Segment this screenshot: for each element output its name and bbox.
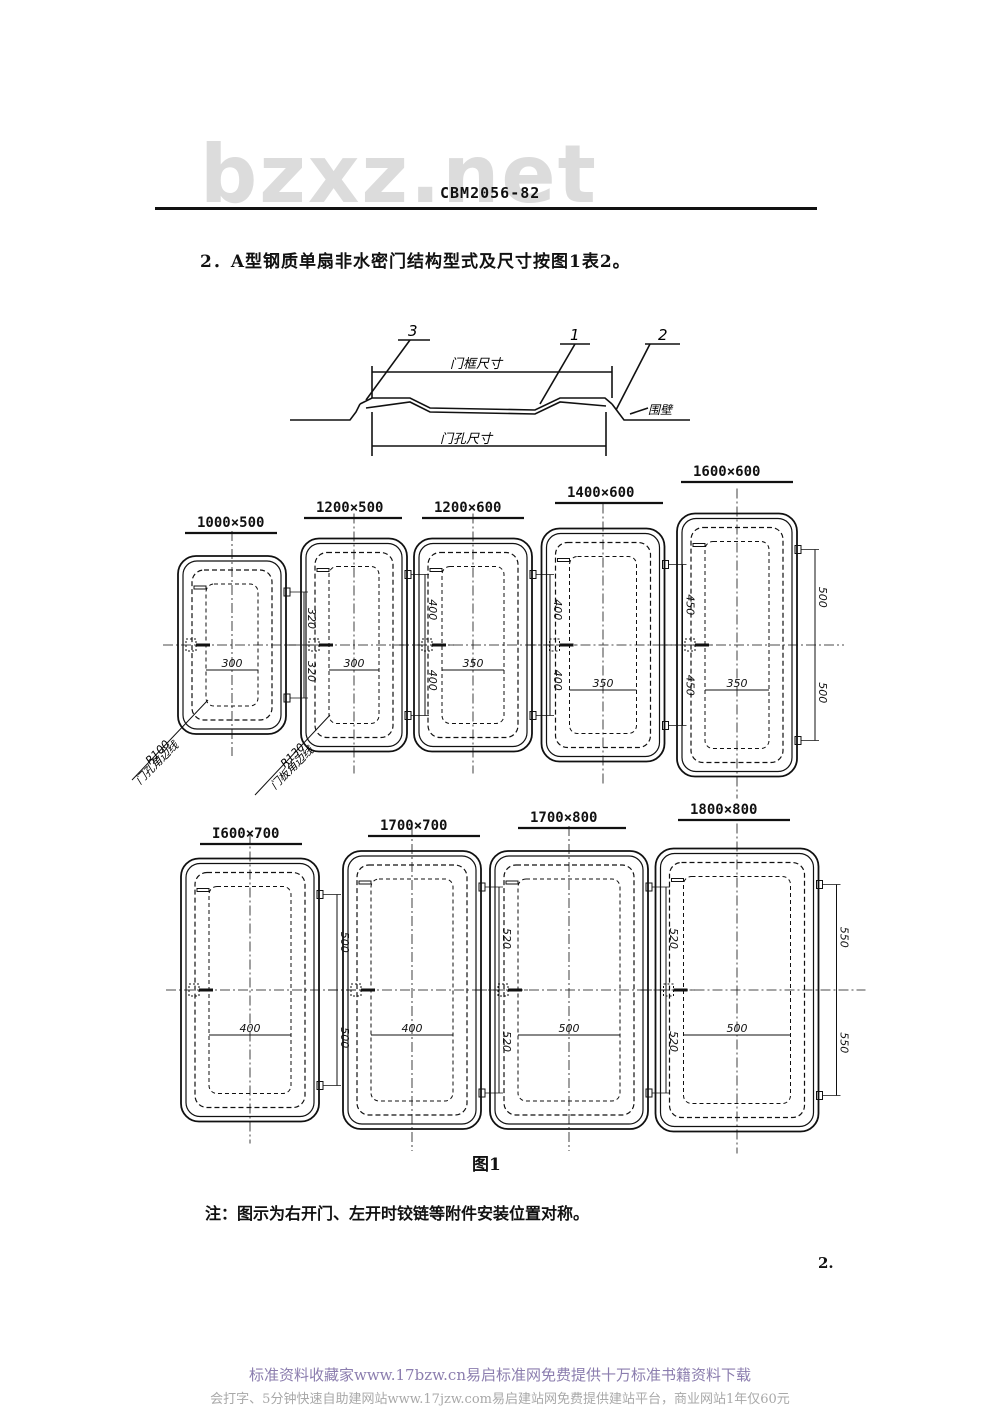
hinge-bottom [794, 736, 802, 745]
door-size-label: 1700×700 [380, 818, 447, 834]
door-3: 400 400 350 1200×600 [399, 500, 579, 774]
door-size-label: 1400×600 [567, 485, 634, 501]
callout-2: 2 [658, 326, 668, 344]
door-size-label: 1800×800 [690, 802, 757, 818]
vent-slot [193, 585, 207, 590]
door-size-label: I600×700 [212, 826, 279, 842]
hinge-bottom [404, 711, 412, 720]
deck-line [290, 403, 361, 421]
hinge-bottom [478, 1088, 486, 1098]
door-size-label: 1700×800 [530, 810, 597, 826]
height-dim-lower: 500 [816, 682, 829, 703]
width-dim-text: 300 [344, 657, 365, 670]
door-8: 520 520 500 1700×800 [475, 810, 695, 1151]
height-dim-upper: 320 [305, 608, 318, 629]
hinge-top [404, 570, 412, 579]
hinge-top [283, 587, 291, 597]
hinge-top [478, 882, 486, 892]
hinge-bottom [645, 1088, 653, 1098]
width-dim-text: 350 [727, 677, 748, 690]
height-dim-upper: 400 [551, 599, 564, 620]
height-dim-upper: 500 [338, 932, 351, 953]
callout-1: 1 [570, 326, 580, 344]
hinge-bottom [316, 1081, 324, 1090]
width-dim-text: 500 [727, 1022, 748, 1035]
height-dim-lower: 400 [426, 670, 439, 691]
hinge-top [645, 882, 653, 892]
height-dim-lower: 520 [500, 1031, 513, 1052]
vent-slot [196, 888, 210, 892]
hinge-bottom [662, 721, 669, 730]
height-dim-lower: 500 [338, 1027, 351, 1048]
vent-slot [429, 568, 443, 572]
door-opening-size-label: 门孔尺寸 [440, 432, 494, 447]
door-plate-inner [365, 401, 607, 415]
hinge-top [316, 890, 324, 899]
door-2: 400 400 300 1200×500 [286, 500, 454, 774]
section-view [290, 339, 690, 456]
width-dim-text: 350 [593, 677, 614, 690]
wall-line [611, 403, 690, 421]
height-dim-lower: 450 [684, 675, 697, 696]
section-text: 2．A型钢质单扇非水密门结构型式及尺寸按图1表2。 [200, 252, 631, 272]
door-elevations: 3203203001000×5004004003001200×500400400… [163, 464, 866, 1154]
hinge-bottom [529, 711, 537, 720]
vent-slot [671, 878, 684, 882]
door-size-label: 1600×600 [693, 464, 760, 480]
height-dim-upper: 520 [500, 928, 513, 949]
wall-leader [629, 407, 649, 415]
door-9: 550 550 500 1800×800 [640, 802, 866, 1154]
leader-3 [365, 339, 411, 401]
door-6: 500 500 400 I600×700 [166, 826, 366, 1144]
height-dim-lower: 400 [551, 670, 564, 691]
vent-slot [358, 880, 372, 885]
standard-code: CBM2056-82 [440, 184, 541, 202]
page-number: 2. [818, 1254, 834, 1272]
header-rule [155, 207, 817, 210]
hinge-top [794, 545, 802, 554]
hinge-bottom [283, 693, 291, 703]
door-size-label: 1200×500 [316, 500, 383, 516]
door-plate [359, 397, 613, 411]
watermark: bzxz.net [200, 128, 598, 221]
height-dim-upper: 500 [816, 587, 829, 608]
height-dim-upper: 520 [667, 928, 680, 949]
hinge-bottom [816, 1091, 823, 1100]
vent-slot [692, 543, 706, 547]
door-5: 500 500 350 1600×600 [662, 464, 844, 799]
leader-2 [615, 343, 651, 411]
radius-notes [131, 699, 331, 796]
wall-label: 围壁 [648, 403, 674, 417]
footer-line-1[interactable]: 标准资料收藏家www.17bzw.cn易启标准网免费提供十万标准书籍资料下载 [249, 1366, 751, 1384]
door-size-label: 1000×500 [197, 515, 264, 531]
width-dim-text: 400 [240, 1022, 261, 1035]
vent-slot [505, 880, 519, 885]
height-dim-lower: 520 [667, 1031, 680, 1052]
leader-1 [539, 343, 576, 405]
width-dim-text: 350 [463, 657, 484, 670]
width-dim-text: 300 [222, 657, 243, 670]
height-dim-upper: 450 [684, 594, 697, 615]
note-text: 注：图示为右开门、左开时铰链等附件安装位置对称。 [205, 1204, 590, 1223]
door-frame-size-label: 门框尺寸 [450, 357, 504, 372]
door-size-label: 1200×600 [434, 500, 501, 516]
vent-slot [316, 568, 330, 572]
height-dim-lower: 320 [305, 661, 318, 682]
hinge-top [529, 570, 537, 579]
door-4: 450 450 350 1400×600 [526, 485, 712, 784]
callout-3: 3 [408, 322, 418, 340]
width-dim-text: 400 [402, 1022, 423, 1035]
height-dim-upper: 550 [838, 927, 851, 948]
figure-caption: 图1 [472, 1155, 501, 1175]
height-dim-upper: 400 [426, 599, 439, 620]
height-dim-lower: 550 [838, 1032, 851, 1053]
hinge-top [662, 560, 669, 569]
hinge-top [816, 880, 823, 889]
width-dim-text: 500 [559, 1022, 580, 1035]
footer-line-2[interactable]: 会打字、5分钟快速自助建网站www.17jzw.com易启建站网免费提供建站平台… [210, 1392, 790, 1407]
vent-slot [557, 558, 570, 562]
